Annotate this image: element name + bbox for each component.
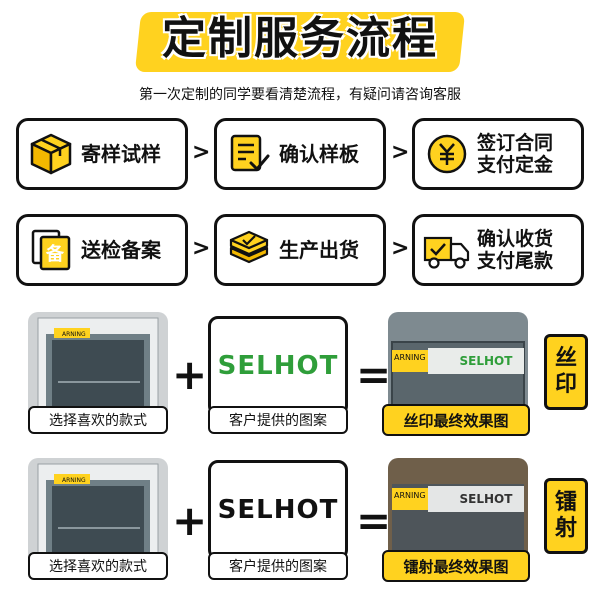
product-caption: 选择喜欢的款式 xyxy=(28,552,168,580)
svg-text:ARNING: ARNING xyxy=(394,491,426,500)
product-caption: 选择喜欢的款式 xyxy=(28,406,168,434)
result-photo: ARNING SELHOT xyxy=(388,458,528,572)
svg-text:ARNING: ARNING xyxy=(62,331,86,338)
page-title: 定制服务流程 xyxy=(162,13,438,64)
title-area: 定制服务流程 xyxy=(0,6,600,72)
pattern-caption: 客户提供的图案 xyxy=(208,552,348,580)
print-type-tag: 丝印 xyxy=(544,334,588,410)
selhot-logo: SELHOT xyxy=(217,351,339,381)
result-logo: SELHOT xyxy=(460,354,514,368)
step-label: 确认收货 支付尾款 xyxy=(477,228,553,272)
equals-sign: = xyxy=(356,350,392,399)
layers-icon xyxy=(225,226,273,274)
step-label-line2: 支付尾款 xyxy=(477,250,554,272)
chevron-right-icon: > xyxy=(391,236,410,261)
file-icon: 备 xyxy=(27,226,75,274)
step-send-sample: 寄样试样 xyxy=(16,118,188,190)
step-label-line1: 确认收货 xyxy=(477,228,554,250)
step-final-payment: 确认收货 支付尾款 xyxy=(412,214,584,286)
chevron-right-icon: > xyxy=(192,236,211,261)
truck-icon xyxy=(423,226,471,274)
chevron-right-icon: > xyxy=(192,140,211,165)
print-type-tag: 镭射 xyxy=(544,478,588,554)
pattern-box: SELHOT xyxy=(208,460,348,560)
step-production: 生产出货 xyxy=(214,214,386,286)
step-label-line1: 签订合同 xyxy=(477,132,554,154)
pattern-box: SELHOT xyxy=(208,316,348,416)
step-label: 送检备案 xyxy=(81,238,161,262)
step-label: 确认样板 xyxy=(279,142,359,166)
chevron-right-icon: > xyxy=(391,140,410,165)
box-icon xyxy=(27,130,75,178)
selhot-logo: SELHOT xyxy=(217,495,339,525)
result-caption: 镭射最终效果图 xyxy=(382,550,530,582)
step-confirm-sample: 确认样板 xyxy=(214,118,386,190)
step-inspection: 备 送检备案 xyxy=(16,214,188,286)
step-label: 生产出货 xyxy=(279,238,359,262)
svg-text:ARNING: ARNING xyxy=(62,477,86,484)
plus-sign: + xyxy=(172,350,208,399)
equals-sign: = xyxy=(356,496,392,545)
result-logo: SELHOT xyxy=(460,492,514,506)
step-label: 签订合同 支付定金 xyxy=(477,132,553,176)
svg-text:ARNING: ARNING xyxy=(394,353,426,362)
step-label: 寄样试样 xyxy=(81,142,161,166)
pattern-caption: 客户提供的图案 xyxy=(208,406,348,434)
result-caption: 丝印最终效果图 xyxy=(382,404,530,436)
coin-icon xyxy=(423,130,471,178)
plus-sign: + xyxy=(172,496,208,545)
checklist-icon xyxy=(225,130,273,178)
page-subtitle: 第一次定制的同学要看清楚流程，有疑问请咨询客服 xyxy=(139,87,461,103)
file-icon-text: 备 xyxy=(45,243,65,265)
step-sign-contract: 签订合同 支付定金 xyxy=(412,118,584,190)
step-label-line2: 支付定金 xyxy=(477,154,554,176)
